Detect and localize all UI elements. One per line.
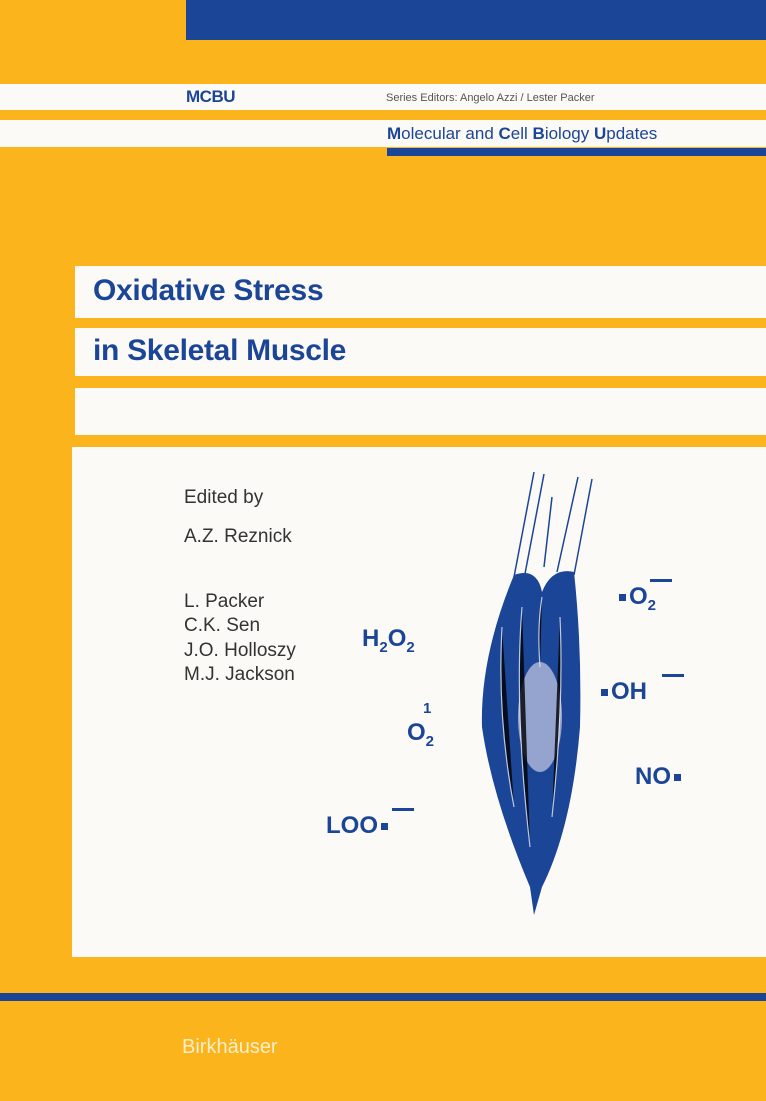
co-editor: L. Packer bbox=[184, 591, 265, 612]
word: pdates bbox=[606, 124, 658, 143]
subscript: 2 bbox=[379, 638, 388, 656]
initial: C bbox=[498, 124, 511, 143]
word: iology bbox=[544, 124, 594, 143]
radical-dot-icon bbox=[381, 823, 388, 831]
title-line-2: in Skeletal Muscle bbox=[93, 334, 347, 367]
title-band-2: in Skeletal Muscle bbox=[75, 328, 766, 376]
initial: U bbox=[593, 124, 607, 143]
co-editor: M.J. Jackson bbox=[184, 664, 295, 685]
word: olecular and bbox=[401, 124, 499, 143]
edited-by-label: Edited by bbox=[184, 487, 264, 508]
title-band-1: Oxidative Stress bbox=[75, 266, 766, 318]
element: O bbox=[387, 625, 407, 652]
publisher: Birkhäuser bbox=[182, 1036, 278, 1058]
co-editor: C.K. Sen bbox=[184, 615, 261, 636]
series-name-band bbox=[0, 120, 766, 147]
title-band-3 bbox=[75, 388, 766, 435]
series-editors: Series Editors: Angelo Azzi / Lester Pac… bbox=[386, 92, 595, 104]
superoxide-label: O2 bbox=[616, 579, 672, 614]
cover-panel: Edited by A.Z. Reznick L. Packer C.K. Se… bbox=[72, 447, 766, 957]
charge-bar-icon bbox=[650, 579, 672, 582]
peroxyl-label: LOO bbox=[326, 808, 414, 839]
formula: OH bbox=[611, 678, 647, 705]
radical-dot-icon bbox=[674, 774, 681, 782]
nitric-oxide-label: NO bbox=[635, 765, 684, 789]
formula: LOO bbox=[326, 812, 378, 839]
superscript: 1 bbox=[423, 700, 432, 717]
hydroxyl-label: OH bbox=[598, 674, 684, 705]
formula: NO bbox=[635, 763, 671, 790]
bottom-blue-line bbox=[0, 993, 766, 1001]
element: H bbox=[362, 625, 380, 652]
element: O bbox=[629, 583, 648, 610]
series-abbrev: MCBU bbox=[186, 87, 236, 106]
muscle-illustration bbox=[481, 471, 593, 915]
series-name: Molecular and Cell Biology Updates bbox=[387, 124, 657, 144]
co-editor: J.O. Holloszy bbox=[184, 640, 296, 661]
title-line-1: Oxidative Stress bbox=[93, 274, 324, 307]
subscript: 2 bbox=[406, 638, 415, 656]
radical-dot-icon bbox=[619, 594, 626, 602]
charge-bar-icon bbox=[392, 808, 414, 811]
charge-bar-icon bbox=[662, 674, 684, 677]
top-blue-block bbox=[186, 0, 766, 40]
h2o2-label: H2O2 bbox=[362, 627, 415, 655]
series-band bbox=[0, 84, 766, 110]
subscript: 2 bbox=[647, 596, 657, 614]
element: O bbox=[407, 719, 426, 746]
lead-editor: A.Z. Reznick bbox=[184, 526, 292, 547]
series-underline bbox=[387, 148, 766, 156]
word: ell bbox=[510, 124, 533, 143]
initial: B bbox=[532, 124, 545, 143]
radical-dot-icon bbox=[601, 689, 608, 697]
subscript: 2 bbox=[425, 732, 435, 750]
initial: M bbox=[387, 124, 402, 143]
